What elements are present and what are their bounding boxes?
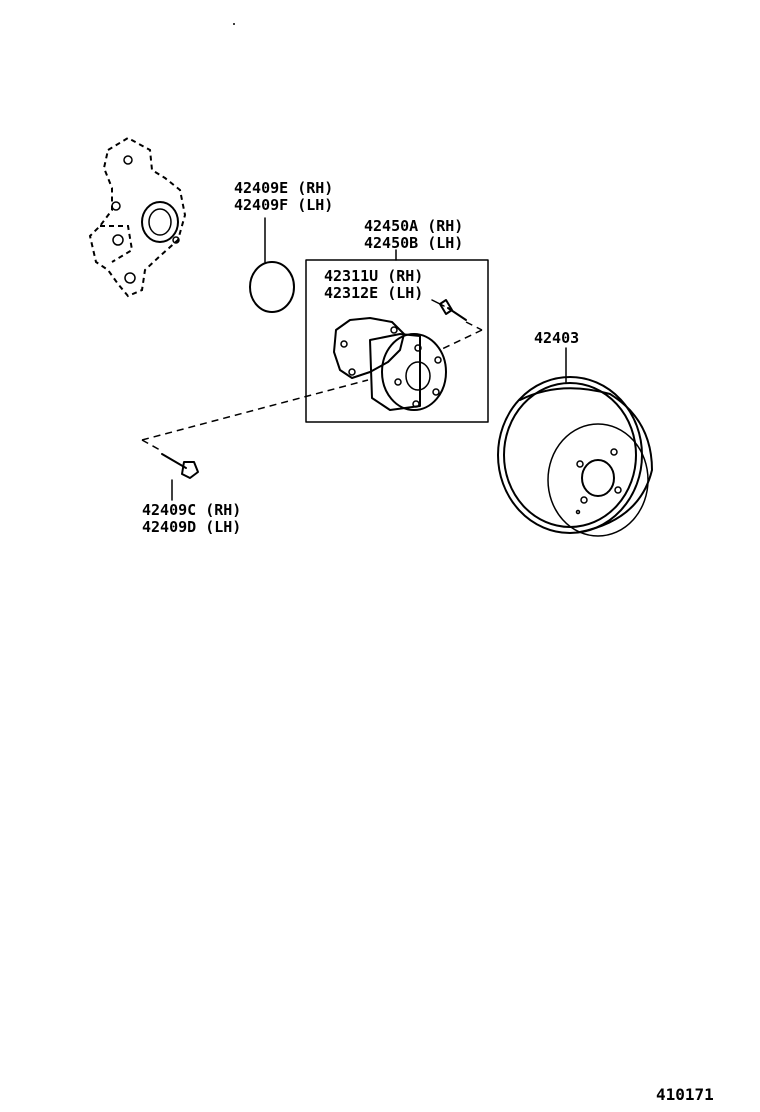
oring-illustration <box>249 217 295 313</box>
label-brake-drum-part: 42403 <box>534 329 580 347</box>
label-mount-bolt-rh: 42409C (RH) <box>142 501 242 519</box>
label-oring-rh: 42409E (RH) <box>234 179 334 197</box>
label-mount-bolt-lh: 42409D (LH) <box>142 518 242 536</box>
label-brake-drum: 42403 <box>534 330 579 347</box>
label-oring-lh: 42409F (LH) <box>234 196 334 214</box>
label-hub-bolt-rh: 42311U (RH) <box>324 267 424 285</box>
hub-assembly-group <box>305 249 489 423</box>
label-hub-assembly-lh: 42450B (LH) <box>364 234 464 252</box>
label-hub-assembly-rh: 42450A (RH) <box>364 217 464 235</box>
axle-carrier-illustration <box>88 136 187 298</box>
figure-number-text: 410171 <box>656 1085 714 1104</box>
figure-number: 410171 <box>656 1086 714 1103</box>
label-hub-bolt-lh: 42312E (LH) <box>324 284 424 302</box>
label-hub-bolt: 42311U (RH) 42312E (LH) <box>324 268 423 302</box>
brake-drum-illustration <box>497 347 653 537</box>
label-oring: 42409E (RH) 42409F (LH) <box>234 180 333 214</box>
mount-bolt-illustration <box>141 379 369 501</box>
label-mount-bolt: 42409C (RH) 42409D (LH) <box>142 502 241 536</box>
stray-dot <box>233 23 235 25</box>
label-hub-assembly: 42450A (RH) 42450B (LH) <box>364 218 463 252</box>
